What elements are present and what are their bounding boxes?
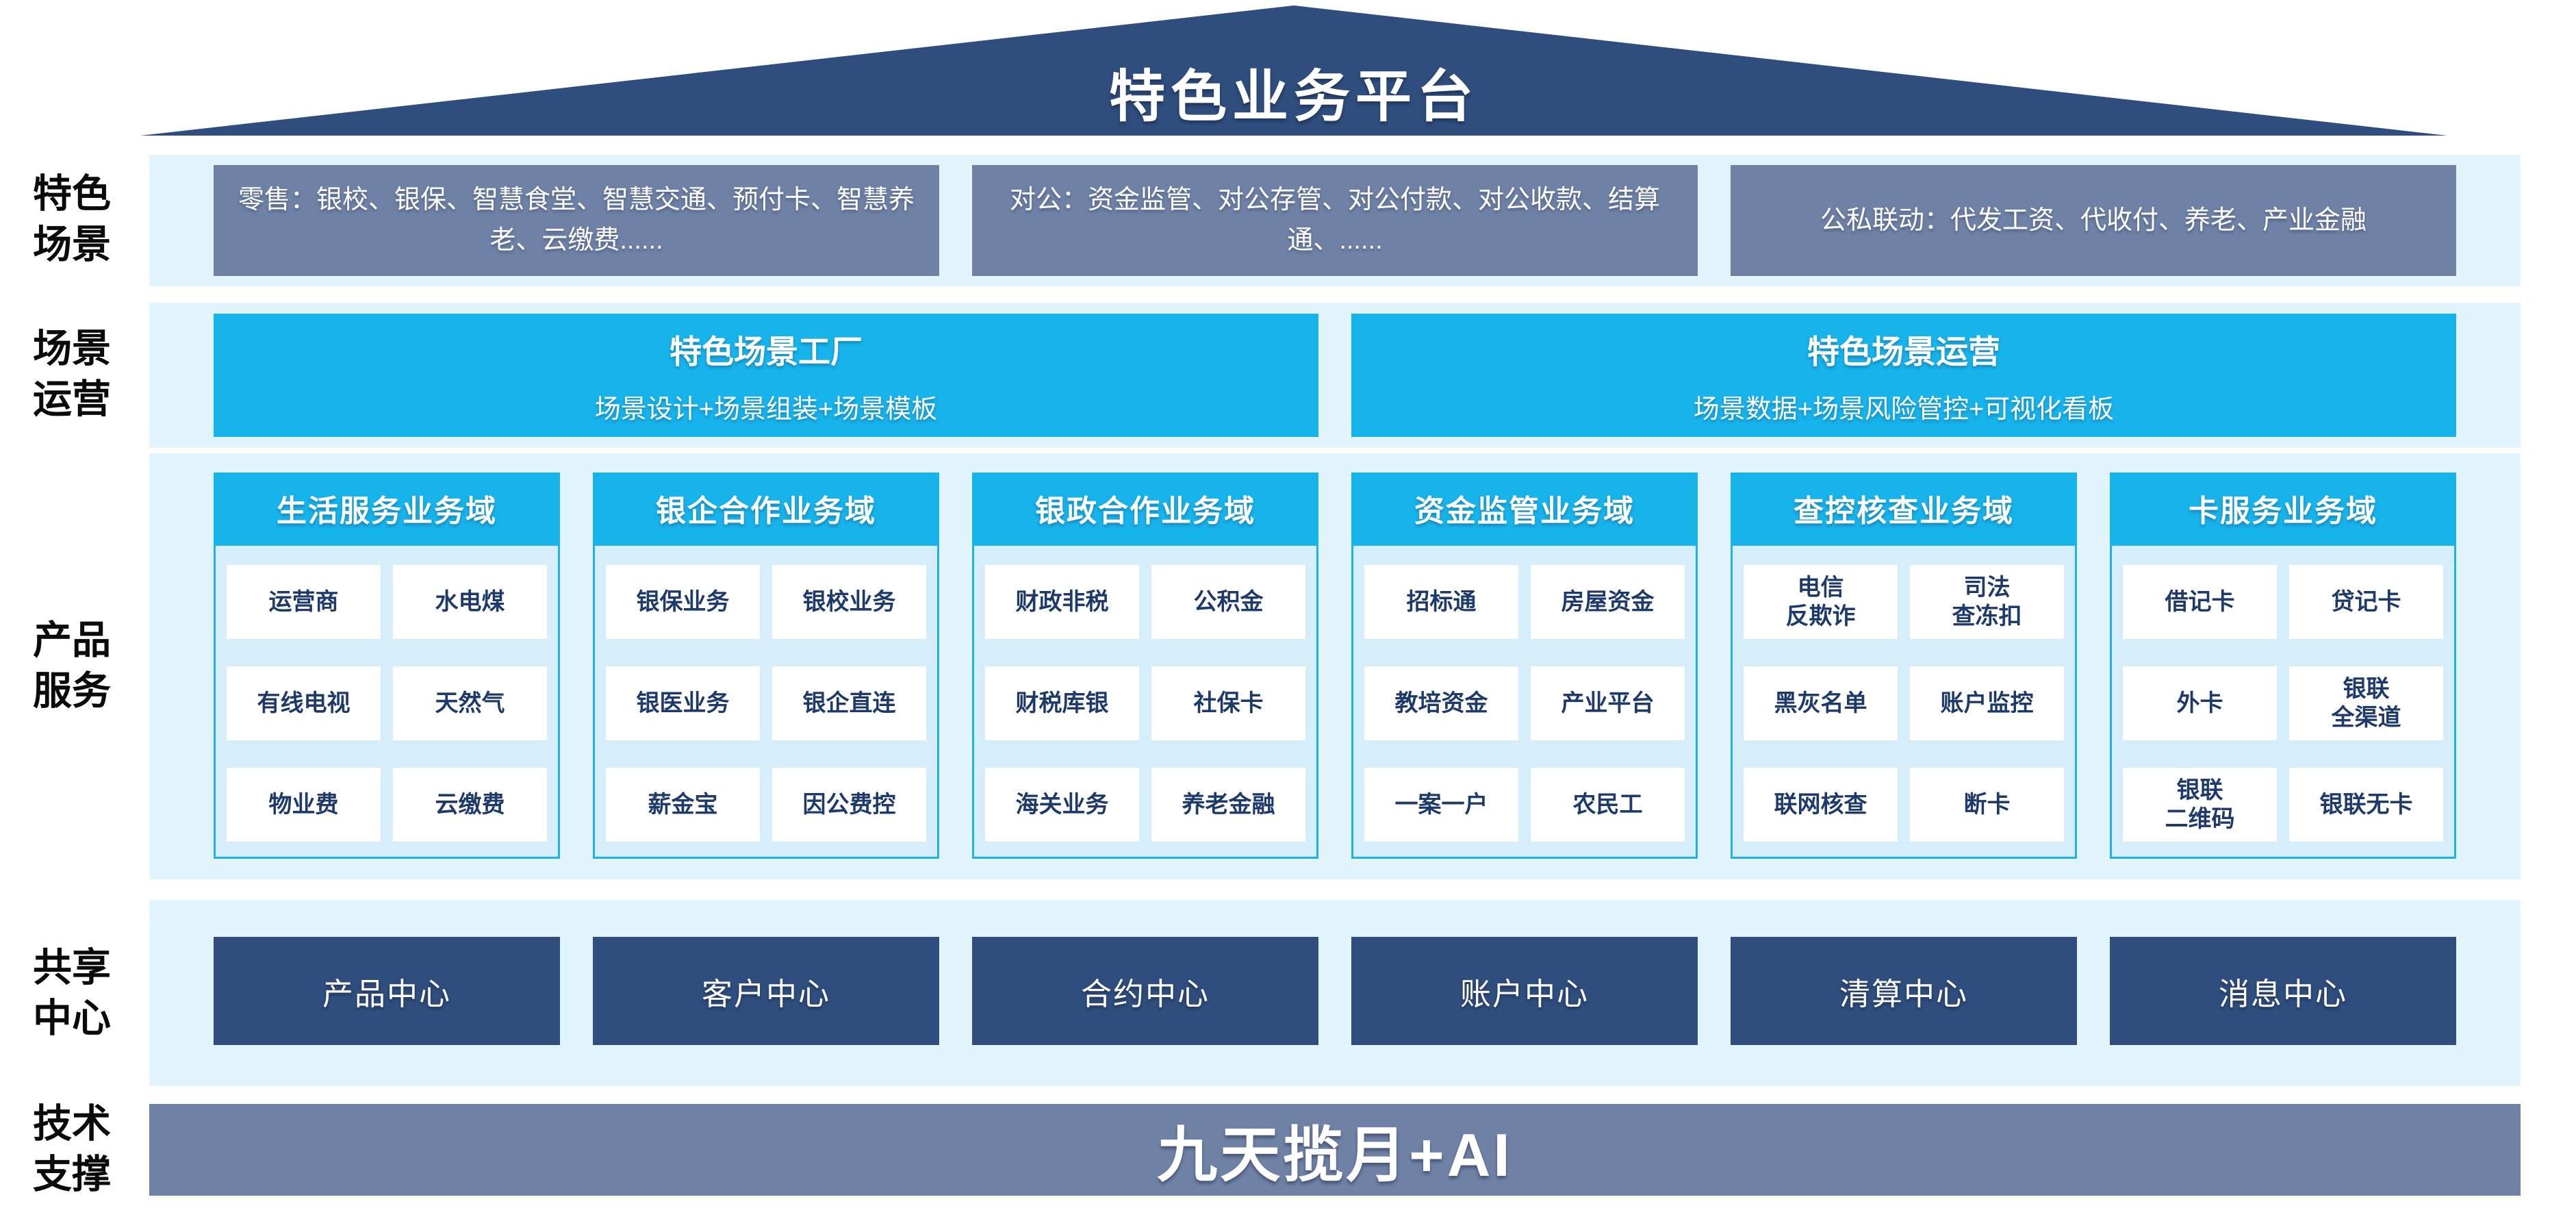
center-box-message: 消息中心 bbox=[2110, 937, 2456, 1045]
product-column-body: 财政非税 公积金 财税库银 社保卡 海关业务 养老金融 bbox=[972, 544, 1318, 859]
product-cell: 银联 二维码 bbox=[2123, 768, 2277, 842]
center-box-account: 账户中心 bbox=[1351, 937, 1698, 1045]
product-cell: 海关业务 bbox=[985, 768, 1139, 842]
scene-box-corporate: 对公：资金监管、对公存管、对公付款、对公收款、结算通、...... bbox=[972, 165, 1698, 276]
product-cell: 银联 全渠道 bbox=[2289, 666, 2443, 740]
scene-box-retail: 零售：银校、银保、智慧食堂、智慧交通、预付卡、智慧养老、云缴费...... bbox=[214, 165, 939, 276]
product-cell: 银校业务 bbox=[772, 565, 926, 639]
product-column-bank-enterprise: 银企合作业务域 银保业务 银校业务 银医业务 银企直连 薪金宝 因公费控 bbox=[593, 473, 939, 879]
product-cell: 账户监控 bbox=[1910, 666, 2064, 740]
product-cell: 银保业务 bbox=[606, 565, 760, 639]
side-label-scene: 特色 场景 bbox=[33, 172, 111, 267]
operation-box-ops: 特色场景运营 场景数据+场景风险管控+可视化看板 bbox=[1351, 314, 2456, 437]
side-label-product: 产品 服务 bbox=[33, 618, 111, 714]
roof-title: 特色业务平台 bbox=[1108, 66, 1479, 128]
product-column-body: 借记卡 贷记卡 外卡 银联 全渠道 银联 二维码 银联无卡 bbox=[2110, 544, 2456, 859]
product-cell: 贷记卡 bbox=[2289, 565, 2443, 639]
operation-box-title: 特色场景工厂 bbox=[669, 334, 863, 370]
product-cell: 外卡 bbox=[2123, 666, 2277, 740]
product-cell: 招标通 bbox=[1364, 565, 1518, 639]
product-column-bank-government: 银政合作业务域 财政非税 公积金 财税库银 社保卡 海关业务 养老金融 bbox=[972, 473, 1318, 879]
product-column-header: 银政合作业务域 bbox=[972, 473, 1318, 544]
center-box-customer: 客户中心 bbox=[593, 937, 939, 1045]
product-column-header: 查控核查业务域 bbox=[1731, 473, 2077, 544]
product-band: 生活服务业务域 运营商 水电煤 有线电视 天然气 物业费 云缴费 银企合作业务域… bbox=[149, 453, 2521, 879]
product-column-header: 银企合作业务域 bbox=[593, 473, 939, 544]
side-label-operation: 场景 运营 bbox=[33, 327, 111, 422]
product-column-body: 招标通 房屋资金 教培资金 产业平台 一案一户 农民工 bbox=[1351, 544, 1698, 859]
product-cell: 薪金宝 bbox=[606, 768, 760, 842]
product-cell: 因公费控 bbox=[772, 768, 926, 842]
product-cell: 公积金 bbox=[1151, 565, 1305, 639]
operation-box-title: 特色场景运营 bbox=[1807, 334, 2000, 370]
roof-shape bbox=[140, 5, 2447, 136]
product-cell: 云缴费 bbox=[393, 768, 547, 842]
product-cell: 银企直连 bbox=[772, 666, 926, 740]
operation-box-subtitle: 场景设计+场景组装+场景模板 bbox=[594, 395, 938, 424]
product-cell: 司法 查冻扣 bbox=[1910, 565, 2064, 639]
center-box-contract: 合约中心 bbox=[972, 937, 1318, 1045]
side-label-tech: 技术 支撑 bbox=[33, 1102, 111, 1197]
product-column-body: 电信 反欺诈 司法 查冻扣 黑灰名单 账户监控 联网核查 断卡 bbox=[1731, 544, 2077, 859]
product-cell: 断卡 bbox=[1910, 768, 2064, 842]
product-cell: 电信 反欺诈 bbox=[1744, 565, 1898, 639]
product-column-card-services: 卡服务业务域 借记卡 贷记卡 外卡 银联 全渠道 银联 二维码 银联无卡 bbox=[2110, 473, 2456, 879]
product-cell: 借记卡 bbox=[2123, 565, 2277, 639]
product-cell: 养老金融 bbox=[1151, 768, 1305, 842]
product-cell: 财政非税 bbox=[985, 565, 1139, 639]
operation-box-subtitle: 场景数据+场景风险管控+可视化看板 bbox=[1693, 395, 2115, 424]
product-cell: 物业费 bbox=[227, 768, 381, 842]
product-cell: 教培资金 bbox=[1364, 666, 1518, 740]
product-cell: 产业平台 bbox=[1531, 666, 1685, 740]
product-column-body: 银保业务 银校业务 银医业务 银企直连 薪金宝 因公费控 bbox=[593, 544, 939, 859]
product-column-body: 运营商 水电煤 有线电视 天然气 物业费 云缴费 bbox=[214, 544, 560, 859]
center-box-product: 产品中心 bbox=[214, 937, 560, 1045]
product-cell: 天然气 bbox=[393, 666, 547, 740]
operation-band: 特色场景工厂 场景设计+场景组装+场景模板 特色场景运营 场景数据+场景风险管控… bbox=[149, 303, 2521, 448]
product-column-header: 卡服务业务域 bbox=[2110, 473, 2456, 544]
product-column-header: 生活服务业务域 bbox=[214, 473, 560, 544]
product-cell: 房屋资金 bbox=[1531, 565, 1685, 639]
product-cell: 银医业务 bbox=[606, 666, 760, 740]
product-cell: 黑灰名单 bbox=[1744, 666, 1898, 740]
side-label-share: 共享 中心 bbox=[33, 946, 111, 1041]
product-cell: 运营商 bbox=[227, 565, 381, 639]
product-cell: 有线电视 bbox=[227, 666, 381, 740]
scene-box-public-private: 公私联动：代发工资、代收付、养老、产业金融 bbox=[1731, 165, 2456, 276]
scene-band: 零售：银校、银保、智慧食堂、智慧交通、预付卡、智慧养老、云缴费...... 对公… bbox=[149, 155, 2521, 286]
product-column-header: 资金监管业务域 bbox=[1351, 473, 1698, 544]
product-cell: 联网核查 bbox=[1744, 768, 1898, 842]
product-cell: 银联无卡 bbox=[2289, 768, 2443, 842]
product-column-fund-supervision: 资金监管业务域 招标通 房屋资金 教培资金 产业平台 一案一户 农民工 bbox=[1351, 473, 1698, 879]
product-cell: 农民工 bbox=[1531, 768, 1685, 842]
product-column-life-services: 生活服务业务域 运营商 水电煤 有线电视 天然气 物业费 云缴费 bbox=[214, 473, 560, 879]
product-cell: 一案一户 bbox=[1364, 768, 1518, 842]
operation-box-factory: 特色场景工厂 场景设计+场景组装+场景模板 bbox=[214, 314, 1318, 437]
product-column-inquiry-control: 查控核查业务域 电信 反欺诈 司法 查冻扣 黑灰名单 账户监控 联网核查 断卡 bbox=[1731, 473, 2077, 879]
share-band: 产品中心 客户中心 合约中心 账户中心 清算中心 消息中心 bbox=[149, 900, 2521, 1086]
roof-triangle bbox=[140, 5, 2447, 136]
product-cell: 水电煤 bbox=[393, 565, 547, 639]
product-cell: 财税库银 bbox=[985, 666, 1139, 740]
center-box-clearing: 清算中心 bbox=[1731, 937, 2077, 1045]
product-cell: 社保卡 bbox=[1151, 666, 1305, 740]
tech-support-bar: 九天揽月+AI bbox=[149, 1104, 2521, 1196]
tech-support-title: 九天揽月+AI bbox=[1157, 1120, 1513, 1189]
